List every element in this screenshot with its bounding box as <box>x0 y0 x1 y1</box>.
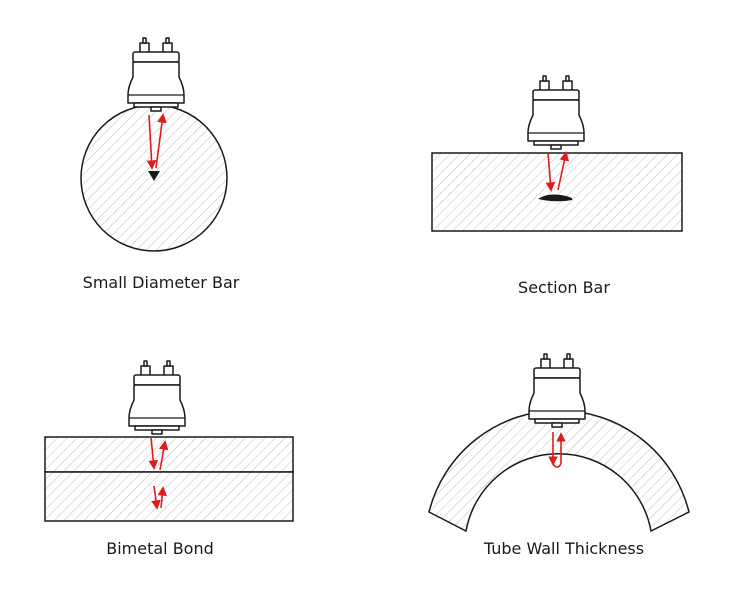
echo-beam <box>157 486 168 509</box>
ultrasonic-transducer-icon <box>527 75 585 150</box>
reflected-beam <box>557 151 570 191</box>
tube-wall <box>428 409 690 533</box>
incident-beam <box>545 152 556 192</box>
flaw-icon <box>148 171 160 181</box>
caption-bimetal-bond: Bimetal Bond <box>106 539 214 558</box>
lower-metal-layer <box>44 471 294 522</box>
caption-section-bar: Section Bar <box>518 278 610 297</box>
incident-beam <box>146 114 157 170</box>
flaw-icon <box>538 194 573 202</box>
reflected-beam <box>158 440 169 471</box>
caption-small-diameter-bar: Small Diameter Bar <box>83 273 240 292</box>
ultrasonic-transducer-icon <box>128 360 186 435</box>
upper-metal-layer <box>44 436 294 473</box>
incident-beam <box>148 436 159 470</box>
panel-section-bar: Section Bar <box>431 75 683 297</box>
ultrasonic-transducer-icon <box>528 353 586 428</box>
ultrasonic-transducer-icon <box>127 37 185 112</box>
panel-small-diameter-bar: Small Diameter Bar <box>80 37 240 292</box>
beam-turn <box>552 463 562 468</box>
caption-tube-wall-thickness: Tube Wall Thickness <box>483 539 644 558</box>
panel-bimetal-bond: Bimetal Bond <box>44 360 294 558</box>
reflected-beam <box>155 113 167 169</box>
panel-tube-wall-thickness: Tube Wall Thickness <box>428 353 690 558</box>
transmitted-beam <box>151 485 161 510</box>
section-bar-block <box>431 152 683 232</box>
